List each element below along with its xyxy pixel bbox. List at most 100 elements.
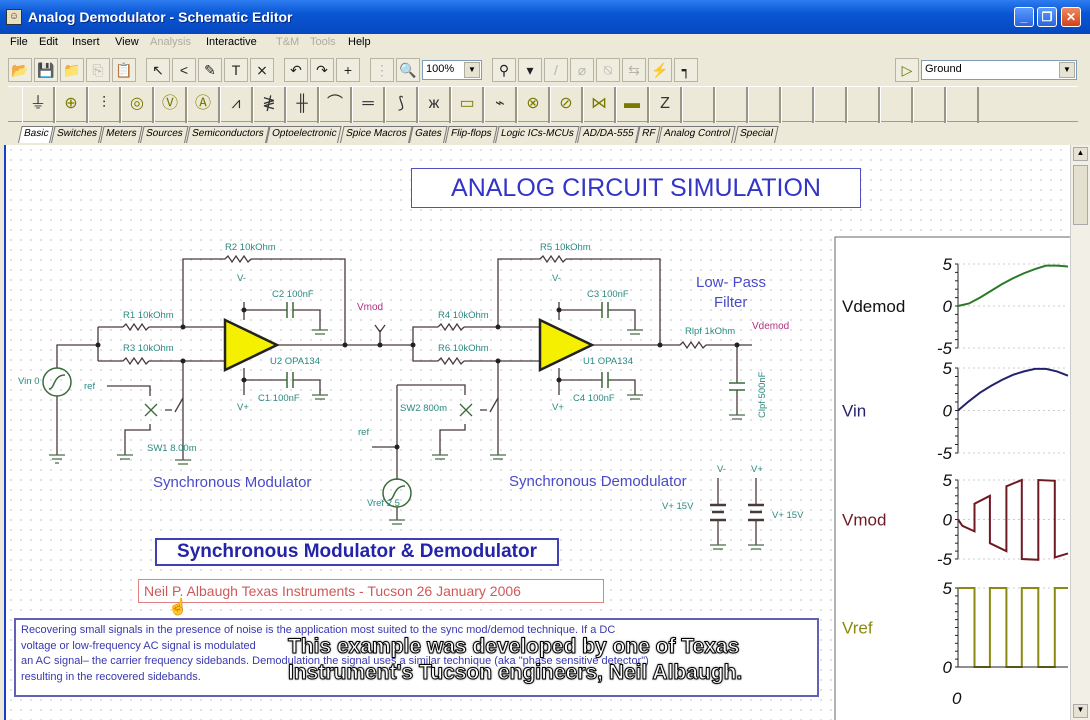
close-button[interactable]: ✕ — [1061, 7, 1081, 27]
save-icon[interactable]: 💾 — [34, 58, 58, 82]
supply-vplus-label: V+ — [751, 464, 763, 475]
tab-flip-flops[interactable]: Flip-flops — [445, 126, 498, 143]
tab-special[interactable]: Special — [733, 126, 779, 143]
resistor-icon[interactable]: ⩘ — [220, 87, 253, 123]
tab-switches[interactable]: Switches — [51, 126, 104, 143]
tab-basic[interactable]: Basic — [18, 126, 55, 143]
empty-slot-icon[interactable] — [880, 87, 913, 123]
probe-icon[interactable]: ⚲ — [492, 58, 516, 82]
tab-meters[interactable]: Meters — [100, 126, 143, 143]
u1-vminus-label: V- — [552, 273, 561, 284]
wire-icon[interactable]: < — [172, 58, 196, 82]
probe-dropdown-icon[interactable]: ▾ — [518, 58, 542, 82]
empty-slot-icon[interactable] — [913, 87, 946, 123]
open-folder-icon[interactable]: 📂 — [8, 58, 32, 82]
vertical-scrollbar[interactable]: ▲ ▼ — [1070, 145, 1090, 720]
paste-icon[interactable]: 📋 — [112, 58, 136, 82]
tick-label: -5 — [937, 550, 953, 569]
transformer-icon[interactable]: ═ — [352, 87, 385, 123]
swap-icon[interactable]: ⇆ — [622, 58, 646, 82]
empty-slot-icon[interactable] — [946, 87, 979, 123]
menu-insert[interactable]: Insert — [72, 36, 100, 48]
tab-ad-da-555[interactable]: AD/DA-555 — [576, 126, 639, 143]
opamp-u1[interactable] — [538, 318, 595, 372]
ammeter-icon[interactable]: Ⓐ — [187, 87, 220, 123]
menu-analysis[interactable]: Analysis — [150, 36, 191, 48]
scroll-thumb[interactable] — [1073, 165, 1088, 225]
menu-file[interactable]: File — [10, 36, 28, 48]
motor-icon[interactable]: ⊘ — [550, 87, 583, 123]
vref-source[interactable] — [382, 478, 412, 508]
place-component-icon[interactable]: ▷ — [895, 58, 919, 82]
capacitor-icon[interactable]: ╫ — [286, 87, 319, 123]
menu-view[interactable]: View — [115, 36, 139, 48]
menu-edit[interactable]: Edit — [39, 36, 58, 48]
menu-tools[interactable]: Tools — [310, 36, 336, 48]
copy-icon[interactable]: ⎘ — [86, 58, 110, 82]
crystal-icon[interactable]: ⟆ — [385, 87, 418, 123]
tab-analog-control[interactable]: Analog Control — [658, 126, 737, 143]
tab-semiconductors[interactable]: Semiconductors — [185, 126, 270, 143]
minimize-button[interactable]: _ — [1014, 7, 1034, 27]
junction-icon[interactable]: + — [336, 58, 360, 82]
zoom-select[interactable]: 100%▼ — [422, 60, 482, 80]
menu-tm[interactable]: T&M — [276, 36, 300, 48]
switch-spdt-icon[interactable]: ⌁ — [484, 87, 517, 123]
meter-icon[interactable]: ⌀ — [570, 58, 594, 82]
empty-slot-icon[interactable] — [748, 87, 781, 123]
scroll-down-icon[interactable]: ▼ — [1073, 704, 1088, 718]
tick-label: 0 — [943, 658, 953, 677]
delete-wire-icon[interactable]: ⨯ — [250, 58, 274, 82]
chevron-down-icon[interactable]: ▼ — [464, 62, 480, 78]
pin-icon[interactable]: ┑ — [674, 58, 698, 82]
current-source-icon[interactable]: ⊕ — [55, 87, 88, 123]
select-arrow-icon[interactable]: ↖ — [146, 58, 170, 82]
tab-sources[interactable]: Sources — [140, 126, 189, 143]
open-macro-icon[interactable]: 📁 — [60, 58, 84, 82]
tab-optoelectronic[interactable]: Optoelectronic — [266, 126, 343, 143]
tab-rf[interactable]: RF — [636, 126, 662, 143]
voltmeter-icon[interactable]: Ⓥ — [154, 87, 187, 123]
line-icon[interactable]: / — [544, 58, 568, 82]
filter-title-line1: Low- Pass — [696, 274, 766, 291]
menu-help[interactable]: Help — [348, 36, 371, 48]
rotate-right-icon[interactable]: ↷ — [310, 58, 334, 82]
tick-label: 0 — [943, 402, 953, 421]
battery-icon[interactable]: ⫶ — [88, 87, 121, 123]
tab-gates[interactable]: Gates — [409, 126, 448, 143]
tab-logic-ics-mcus[interactable]: Logic ICs-MCUs — [494, 126, 580, 143]
pencil-icon[interactable]: ✎ — [198, 58, 222, 82]
potentiometer-icon[interactable]: ≹ — [253, 87, 286, 123]
empty-slot-icon[interactable] — [715, 87, 748, 123]
block-icon[interactable]: ▬ — [616, 87, 649, 123]
component-select[interactable]: Ground▼ — [921, 60, 1077, 80]
scroll-up-icon[interactable]: ▲ — [1073, 147, 1088, 161]
chevron-down-icon[interactable]: ▼ — [1059, 62, 1075, 78]
text-icon[interactable]: T — [224, 58, 248, 82]
lamp-icon[interactable]: ⊗ — [517, 87, 550, 123]
meter2-icon[interactable]: ⍉ — [596, 58, 620, 82]
toolbar-handle[interactable] — [8, 87, 22, 121]
empty-slot-icon[interactable] — [847, 87, 880, 123]
zoom-icon[interactable]: 🔍 — [396, 58, 420, 82]
impedance-icon[interactable]: Z — [649, 87, 682, 123]
restore-button[interactable]: ❐ — [1037, 7, 1057, 27]
vin-source[interactable] — [42, 367, 72, 397]
ground-icon[interactable]: ⏚ — [22, 87, 55, 123]
interactive-run-icon[interactable]: ⚡ — [648, 58, 672, 82]
opamp-u2[interactable] — [223, 318, 280, 372]
voltage-generator-icon[interactable]: ◎ — [121, 87, 154, 123]
grid-icon[interactable]: ⋮ — [370, 58, 394, 82]
fuse-icon[interactable]: ▭ — [451, 87, 484, 123]
inductor-icon[interactable]: ⌒ — [319, 87, 352, 123]
supply-vplus-value: V+ 15V — [772, 510, 804, 521]
relay-icon[interactable]: ⋈ — [583, 87, 616, 123]
empty-slot-icon[interactable] — [781, 87, 814, 123]
tab-spice-macros[interactable]: Spice Macros — [339, 126, 413, 143]
tick-label: 5 — [943, 359, 953, 378]
empty-slot-icon[interactable] — [682, 87, 715, 123]
empty-slot-icon[interactable] — [814, 87, 847, 123]
switch-icon[interactable]: ж — [418, 87, 451, 123]
menu-interactive[interactable]: Interactive — [206, 36, 257, 48]
rotate-left-icon[interactable]: ↶ — [284, 58, 308, 82]
